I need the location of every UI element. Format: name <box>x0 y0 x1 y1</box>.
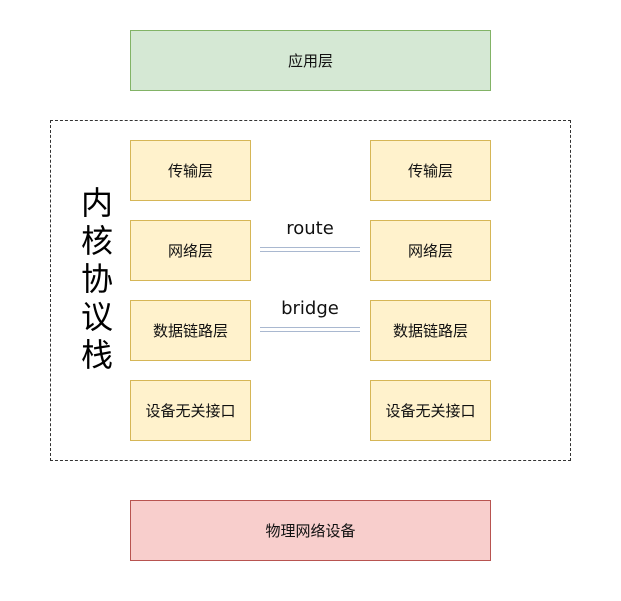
right-network-layer-box: 网络层 <box>370 220 491 281</box>
left-device-interface-box: 设备无关接口 <box>130 380 251 441</box>
right-device-interface-box: 设备无关接口 <box>370 380 491 441</box>
kernel-stack-title: 内核协议栈 <box>76 186 114 376</box>
right-datalink-layer-box: 数据链路层 <box>370 300 491 361</box>
bridge-link-line <box>260 327 360 332</box>
left-datalink-layer-box: 数据链路层 <box>130 300 251 361</box>
left-transport-layer-box: 传输层 <box>130 140 251 201</box>
bridge-link-label: bridge <box>281 298 339 319</box>
route-link-line <box>260 247 360 252</box>
physical-network-device-box: 物理网络设备 <box>130 500 491 561</box>
route-link-label: route <box>286 218 334 239</box>
left-network-layer-box: 网络层 <box>130 220 251 281</box>
application-layer-box: 应用层 <box>130 30 491 91</box>
right-transport-layer-box: 传输层 <box>370 140 491 201</box>
kernel-stack-frame <box>50 120 571 461</box>
